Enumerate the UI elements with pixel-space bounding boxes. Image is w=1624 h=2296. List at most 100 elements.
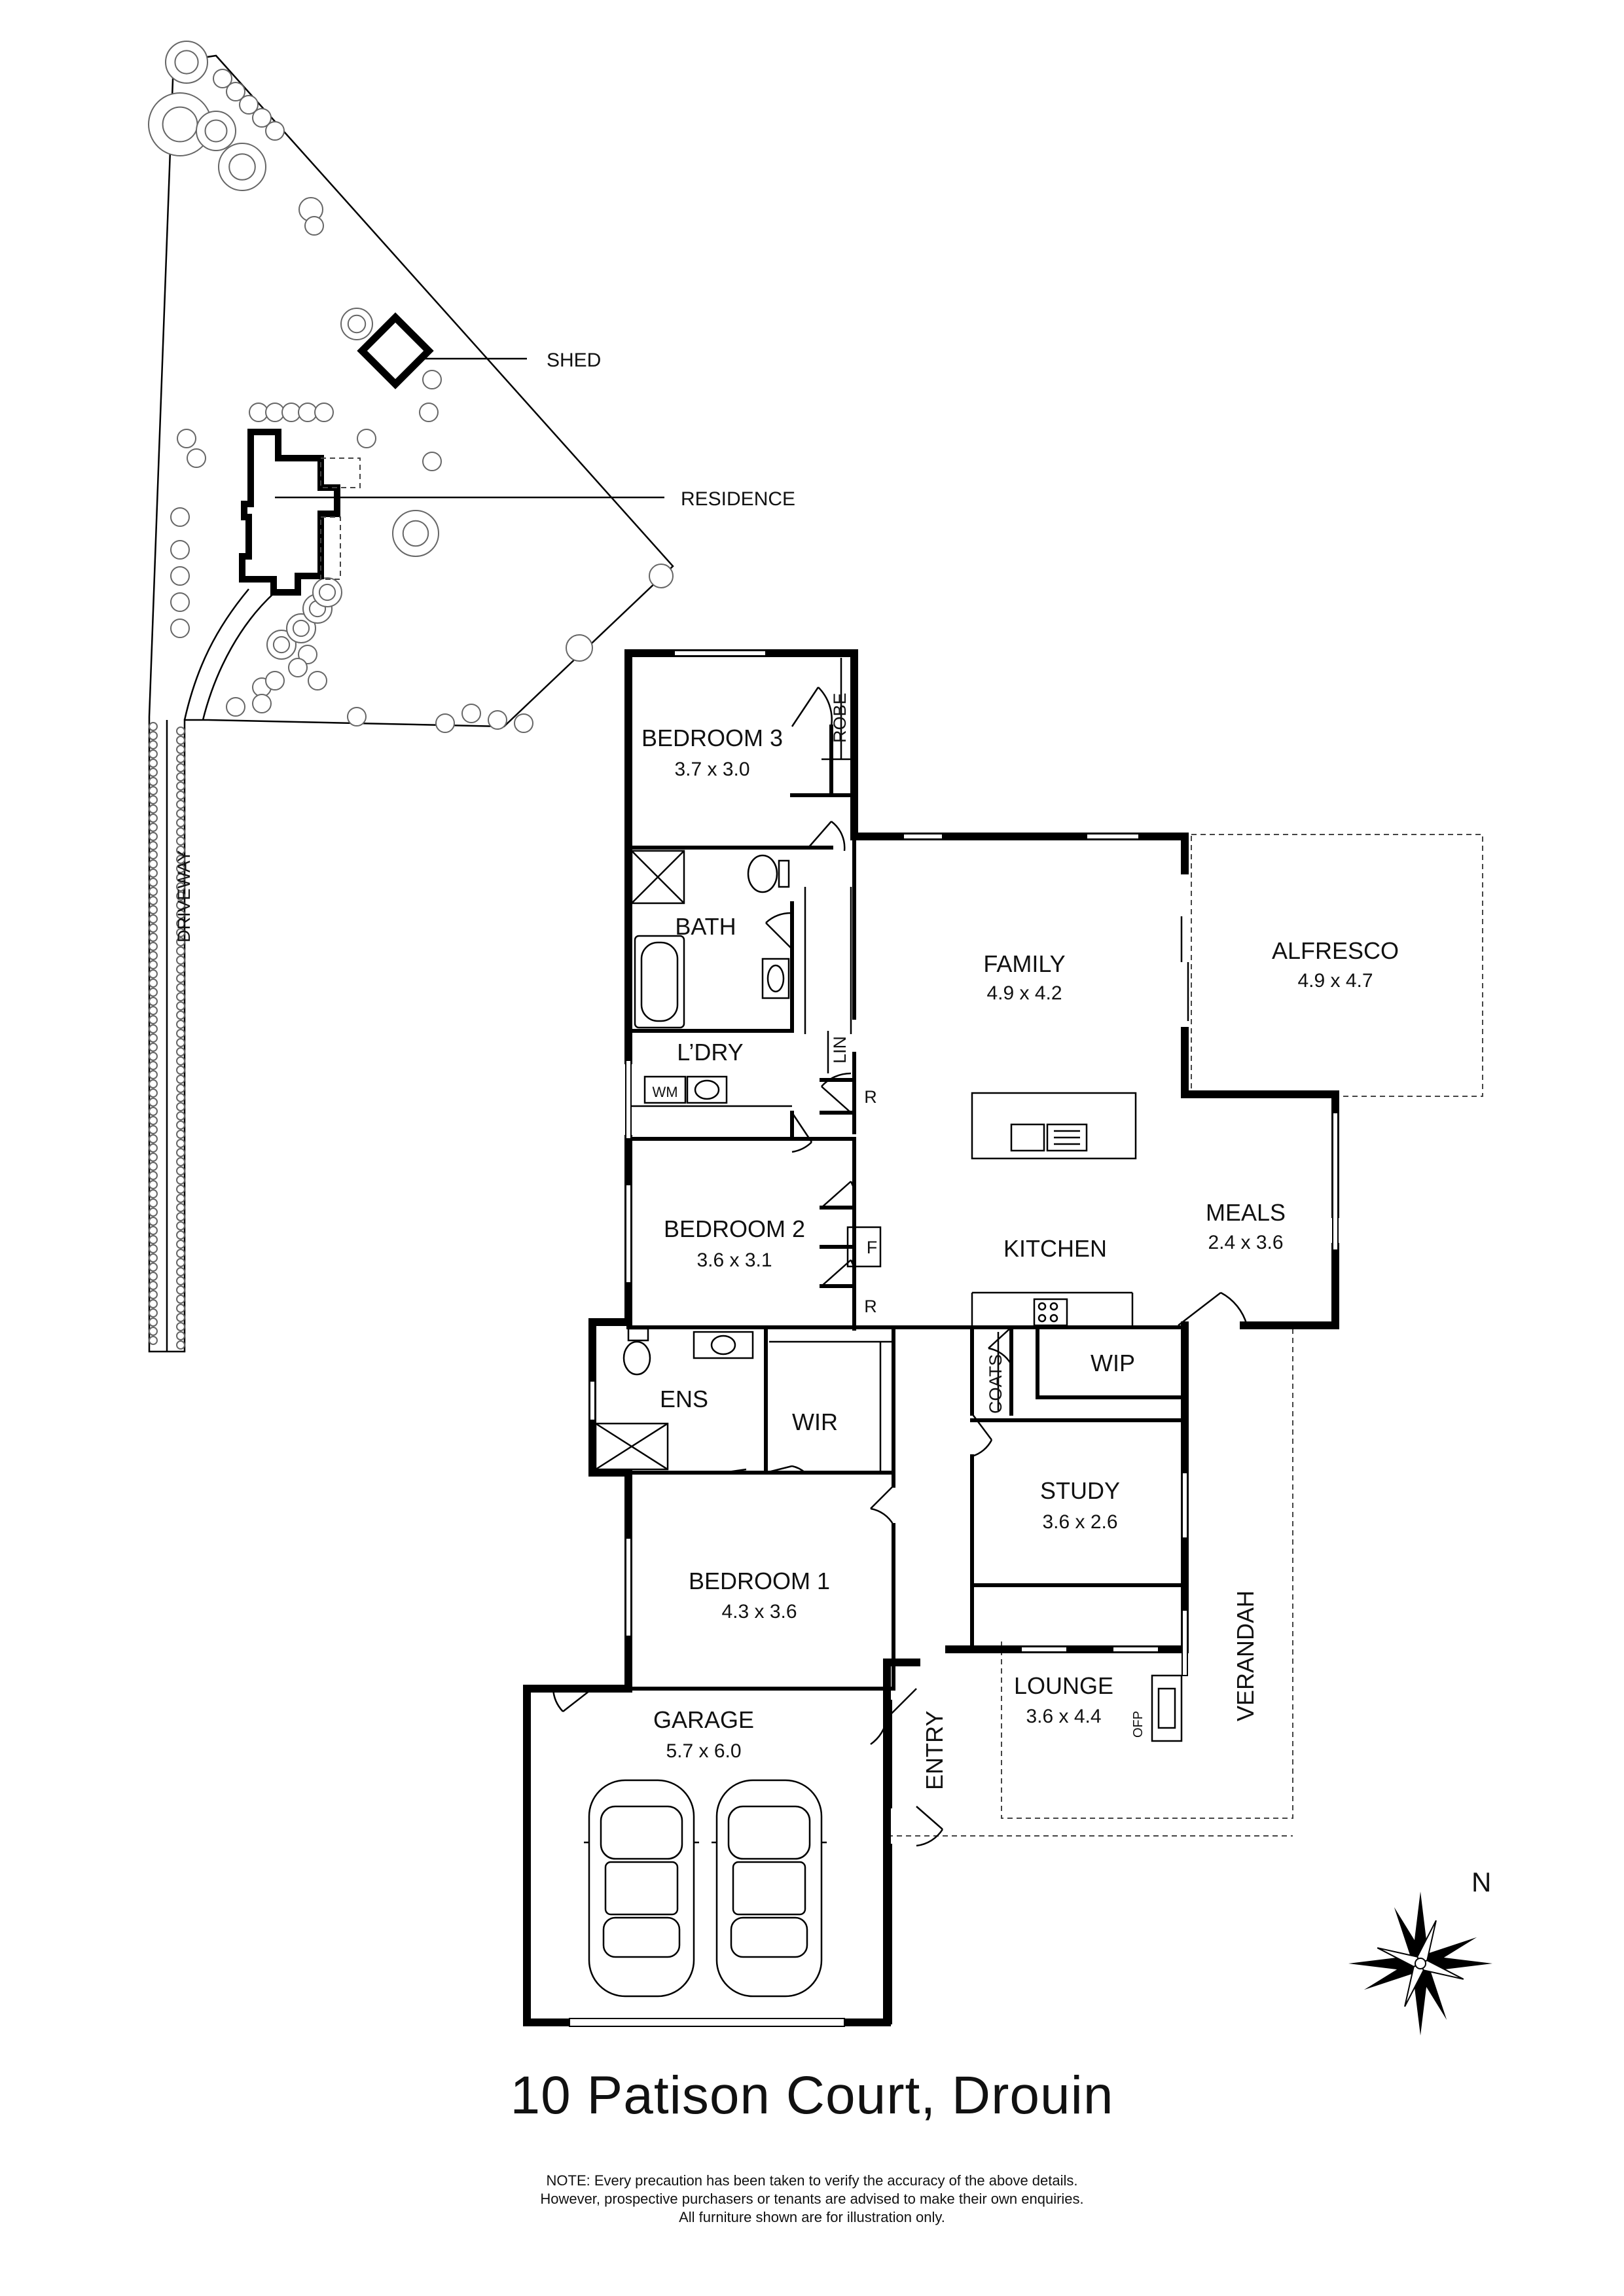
- hedge-shrub: [149, 1107, 158, 1116]
- tree: [314, 403, 334, 422]
- hedge-shrub: [176, 1285, 185, 1295]
- exterior-wall: [1181, 1027, 1339, 1218]
- hedge-shrub: [176, 818, 185, 827]
- hedge-shrub: [149, 914, 158, 924]
- hedge-shrub: [176, 1102, 185, 1111]
- hedge-shrub: [149, 832, 158, 841]
- hedge-shrub: [176, 1047, 185, 1056]
- tree-canopy: [204, 119, 228, 143]
- hedge-shrub: [176, 1066, 185, 1075]
- bedroom1-dims: 4.3 x 3.6: [721, 1601, 797, 1623]
- hedge-shrub: [149, 1116, 158, 1125]
- tree: [265, 403, 285, 422]
- doors: [552, 687, 1248, 1847]
- disclaimer-note: NOTE: Every precaution has been taken to…: [0, 2172, 1624, 2227]
- tree-canopy: [347, 314, 367, 334]
- exterior-wall: [588, 1318, 632, 1693]
- tree: [170, 507, 190, 527]
- laundry-name: L’DRY: [677, 1039, 743, 1066]
- hedge-shrub: [176, 1111, 185, 1121]
- compass-rose: N: [1348, 1867, 1492, 2036]
- verandah-label: VERANDAH: [1232, 1590, 1259, 1721]
- tree-canopy: [162, 106, 198, 143]
- hedge-shrub: [149, 978, 158, 988]
- hedge-shrub: [176, 836, 185, 846]
- hedge-shrub: [149, 1033, 158, 1043]
- window: [1020, 1646, 1068, 1653]
- garage-door: [569, 2018, 845, 2027]
- house-plan: BEDROOM 3 3.7 x 3.0 ROBE BATH FAMILY 4.9…: [523, 649, 1483, 2027]
- window: [1182, 1472, 1188, 1539]
- toilet-bath: [747, 854, 778, 893]
- hedge-shrub: [149, 804, 158, 814]
- driveway-curve: [183, 588, 249, 721]
- hedge-shrub: [176, 946, 185, 956]
- tree: [226, 82, 245, 101]
- hedge-shrub: [149, 1098, 158, 1107]
- wm-label: WM: [652, 1084, 677, 1100]
- hedge-shrub: [149, 1327, 158, 1336]
- hedge-shrub: [176, 1175, 185, 1185]
- hedge-shrub: [176, 855, 185, 864]
- family-name: FAMILY: [983, 950, 1065, 977]
- tree-canopy: [292, 619, 310, 637]
- hedge-shrub: [176, 1185, 185, 1194]
- window: [1182, 1609, 1188, 1676]
- hedge-shrub: [176, 1313, 185, 1322]
- hedge-shrub: [176, 827, 185, 836]
- hedge-shrub: [149, 1318, 158, 1327]
- hedge-shrub: [149, 759, 158, 768]
- tree: [170, 619, 190, 638]
- shower: [630, 850, 685, 905]
- residence-label: RESIDENCE: [681, 488, 795, 510]
- hedge-shrub: [176, 736, 185, 745]
- tree: [435, 713, 455, 733]
- hedge-shrub: [149, 1079, 158, 1088]
- hedge-shrub: [176, 864, 185, 873]
- tree: [170, 592, 190, 612]
- lounge-dims: 3.6 x 4.4: [1026, 1706, 1101, 1727]
- hedge-shrub: [176, 791, 185, 800]
- hedge-shrub: [176, 1130, 185, 1139]
- alfresco-outline: [320, 457, 361, 488]
- hedge-shrub: [176, 1221, 185, 1230]
- tree: [252, 694, 272, 713]
- tree-canopy: [402, 520, 429, 547]
- hedge-shrub: [149, 1125, 158, 1134]
- hedge-shrub: [149, 905, 158, 914]
- bedroom1-name: BEDROOM 1: [689, 1568, 830, 1594]
- alfresco-dashed: [1191, 834, 1483, 1097]
- tree: [249, 403, 268, 422]
- verandah-dashed: [1001, 1329, 1293, 1819]
- hedge-shrub: [176, 910, 185, 919]
- tree: [170, 540, 190, 560]
- hedge-shrub: [149, 1263, 158, 1272]
- bedroom2-name: BEDROOM 2: [664, 1215, 805, 1242]
- hedge-shrub: [149, 1235, 158, 1244]
- hedge-shrub: [176, 1148, 185, 1157]
- lin-label: LIN: [830, 1036, 850, 1064]
- hedge: [149, 722, 185, 1350]
- garage-name: GARAGE: [653, 1706, 754, 1733]
- lounge-name: LOUNGE: [1014, 1672, 1113, 1699]
- kitchen-island: [971, 1092, 1137, 1160]
- hedge-shrub: [149, 1043, 158, 1052]
- tree: [170, 566, 190, 586]
- hedge-shrub: [176, 1011, 185, 1020]
- lot-boundary: [148, 54, 674, 1353]
- hedge-shrub: [176, 928, 185, 937]
- hedge-shrub: [149, 1162, 158, 1171]
- meals-name: MEALS: [1206, 1199, 1286, 1226]
- open-fireplace: [1151, 1674, 1183, 1742]
- note-line: All furniture shown are for illustration…: [679, 2209, 945, 2225]
- hedge-shrub: [149, 749, 158, 759]
- hedge-shrub: [176, 965, 185, 974]
- trees: [148, 41, 674, 733]
- hedge-shrub: [149, 1189, 158, 1198]
- tree: [422, 370, 442, 389]
- hedge-shrub: [176, 937, 185, 946]
- hedge-shrub: [176, 1304, 185, 1313]
- hedge-shrub: [149, 942, 158, 951]
- shed-outline: [357, 312, 434, 389]
- hedge-shrub: [176, 1322, 185, 1331]
